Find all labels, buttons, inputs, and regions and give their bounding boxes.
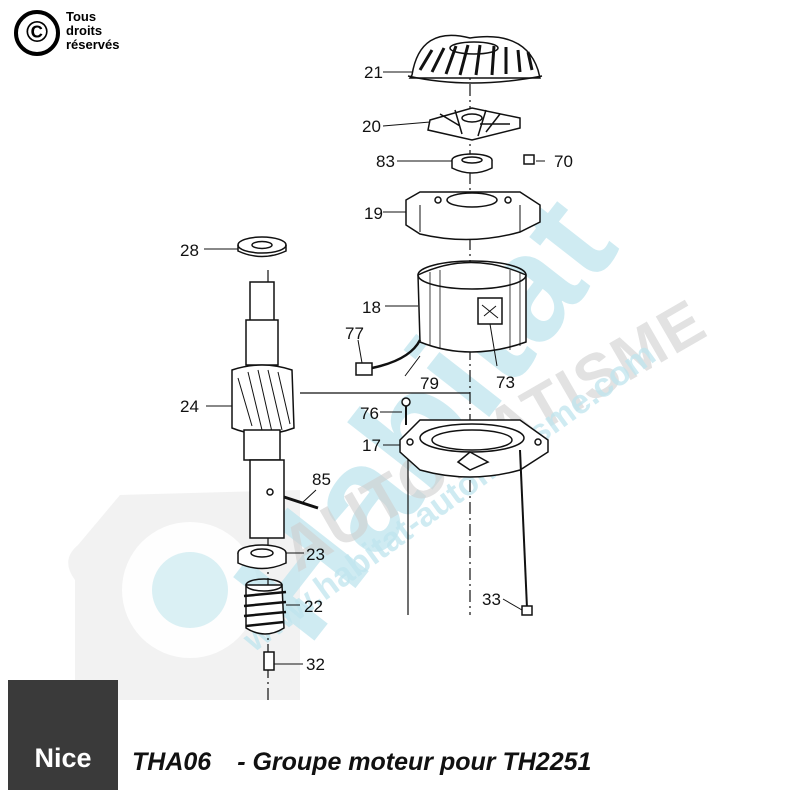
part-17-ring <box>399 419 549 478</box>
part-labels: 21 20 83 70 19 28 18 77 79 73 24 76 17 8… <box>180 63 573 674</box>
label-73: 73 <box>496 373 515 392</box>
brand-logo: Nice <box>8 680 118 790</box>
caption-model: THA06 <box>132 748 212 776</box>
label-70: 70 <box>554 152 573 171</box>
diagram-caption: THA06 - Groupe moteur pour TH2251 <box>132 748 591 784</box>
part-28-washer <box>237 236 287 258</box>
part-83-bearing <box>451 153 493 174</box>
part-85-pin <box>283 495 319 510</box>
part-19-housing <box>405 191 541 241</box>
label-32: 32 <box>306 655 325 674</box>
part-76-screw <box>401 397 411 425</box>
brand-name: Nice <box>34 743 92 773</box>
copyright-line-2: droits <box>66 23 103 38</box>
label-28: 28 <box>180 241 199 260</box>
label-24: 24 <box>180 397 199 416</box>
label-33: 33 <box>482 590 501 609</box>
label-22: 22 <box>304 597 323 616</box>
label-19: 19 <box>364 204 383 223</box>
copyright-icon: © <box>14 10 60 56</box>
part-22-worm <box>243 578 287 635</box>
label-17: 17 <box>362 436 381 455</box>
copyright-line-1: Tous <box>66 9 97 24</box>
label-23: 23 <box>306 545 325 564</box>
label-85: 85 <box>312 470 331 489</box>
part-33-bolt <box>519 449 533 616</box>
part-32-screw <box>263 651 275 671</box>
copyright-line-3: réservés <box>66 37 120 52</box>
part-23-bearing <box>237 544 287 570</box>
label-79: 79 <box>420 374 439 393</box>
part-70-nut <box>523 154 535 165</box>
part-20-fan <box>427 107 521 141</box>
label-76: 76 <box>360 404 379 423</box>
part-21-cover <box>407 34 543 84</box>
label-21: 21 <box>364 63 383 82</box>
copyright-notice: © Tous droits réservés <box>14 10 144 60</box>
part-18-stator <box>355 260 527 376</box>
label-20: 20 <box>362 117 381 136</box>
caption-description: - Groupe moteur pour TH2251 <box>237 748 592 776</box>
label-77: 77 <box>345 324 364 343</box>
part-24-rotor <box>231 281 295 539</box>
label-18: 18 <box>362 298 381 317</box>
label-83: 83 <box>376 152 395 171</box>
